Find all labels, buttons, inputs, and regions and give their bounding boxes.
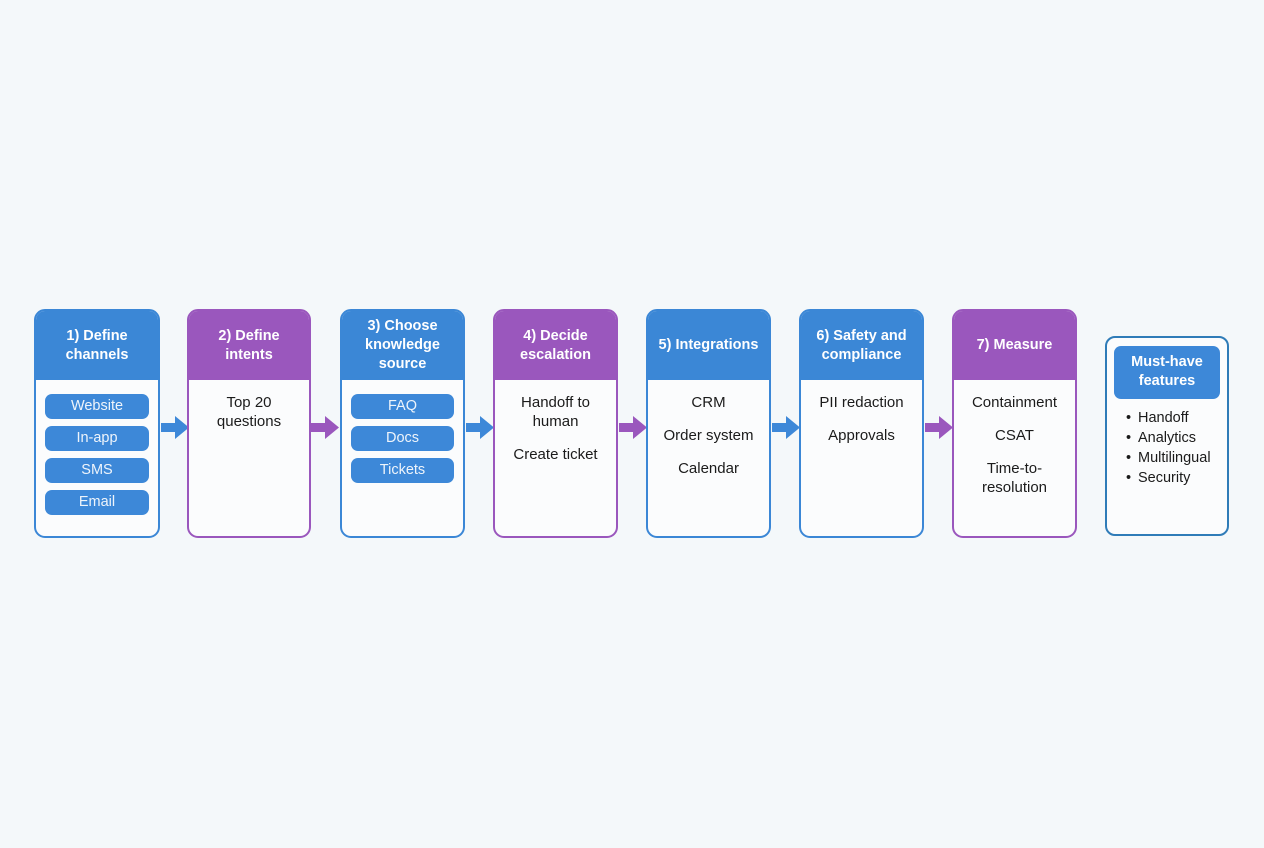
must-have-features-box[interactable]: Must-have features Handoff Analytics Mul… bbox=[1105, 336, 1229, 536]
step-card-safety-and-compliance[interactable]: 6) Safety and compliance PII redaction A… bbox=[799, 309, 924, 538]
arrow-2-to-3 bbox=[311, 414, 339, 441]
list-item: Handoff bbox=[1126, 408, 1220, 428]
step-card-body: Containment CSAT Time-to-resolution bbox=[954, 380, 1075, 536]
process-flow: 1) Define channels Website In-app SMS Em… bbox=[0, 309, 1264, 541]
arrow-5-to-6 bbox=[772, 414, 800, 441]
arrow-4-to-5 bbox=[619, 414, 647, 441]
channel-pill-sms[interactable]: SMS bbox=[45, 458, 149, 483]
step-item: PII redaction bbox=[819, 394, 904, 411]
step-item: CSAT bbox=[995, 427, 1034, 444]
source-pill-tickets[interactable]: Tickets bbox=[351, 458, 454, 483]
step-item: Approvals bbox=[828, 427, 895, 444]
step-card-integrations[interactable]: 5) Integrations CRM Order system Calenda… bbox=[646, 309, 771, 538]
step-card-choose-knowledge-source[interactable]: 3) Choose knowledge source FAQ Docs Tick… bbox=[340, 309, 465, 538]
step-card-define-intents[interactable]: 2) Define intents Top 20 questions bbox=[187, 309, 311, 538]
arrow-right-icon bbox=[466, 416, 494, 439]
step-item: Create ticket bbox=[513, 446, 598, 463]
step-card-title: 7) Measure bbox=[954, 311, 1075, 380]
step-card-decide-escalation[interactable]: 4) Decide escalation Handoff to human Cr… bbox=[493, 309, 618, 538]
step-card-body: FAQ Docs Tickets bbox=[342, 380, 463, 536]
step-item: Time-to-resolution bbox=[981, 460, 1048, 496]
channel-pill-website[interactable]: Website bbox=[45, 394, 149, 419]
step-card-body: CRM Order system Calendar bbox=[648, 380, 769, 536]
arrow-1-to-2 bbox=[161, 414, 189, 441]
step-card-body: Top 20 questions bbox=[189, 380, 309, 536]
source-pill-docs[interactable]: Docs bbox=[351, 426, 454, 451]
step-item: Top 20 questions bbox=[216, 394, 282, 430]
step-item: Order system bbox=[663, 427, 754, 444]
step-item: Handoff to human bbox=[521, 394, 590, 430]
list-item: Security bbox=[1126, 468, 1220, 488]
step-card-title: 5) Integrations bbox=[648, 311, 769, 380]
step-card-title: 1) Define channels bbox=[36, 311, 158, 380]
must-have-features-list: Handoff Analytics Multilingual Security bbox=[1114, 408, 1220, 488]
list-item: Multilingual bbox=[1126, 448, 1220, 468]
step-card-body: PII redaction Approvals bbox=[801, 380, 922, 536]
step-card-title: 6) Safety and compliance bbox=[801, 311, 922, 380]
step-item: Containment bbox=[971, 394, 1058, 411]
step-item: Calendar bbox=[678, 460, 739, 477]
step-card-title: 3) Choose knowledge source bbox=[342, 311, 463, 380]
arrow-right-icon bbox=[772, 416, 800, 439]
step-card-title: 2) Define intents bbox=[189, 311, 309, 380]
step-card-body: Website In-app SMS Email bbox=[36, 380, 158, 536]
arrow-right-icon bbox=[311, 416, 339, 439]
arrow-right-icon bbox=[161, 416, 189, 439]
step-card-body: Handoff to human Create ticket bbox=[495, 380, 616, 536]
step-item: CRM bbox=[691, 394, 726, 411]
list-item: Analytics bbox=[1126, 428, 1220, 448]
channel-pill-email[interactable]: Email bbox=[45, 490, 149, 515]
step-card-measure[interactable]: 7) Measure Containment CSAT Time-to-reso… bbox=[952, 309, 1077, 538]
step-card-title: 4) Decide escalation bbox=[495, 311, 616, 380]
arrow-right-icon bbox=[925, 416, 953, 439]
must-have-features-title: Must-have features bbox=[1114, 346, 1220, 399]
step-card-define-channels[interactable]: 1) Define channels Website In-app SMS Em… bbox=[34, 309, 160, 538]
arrow-3-to-4 bbox=[466, 414, 494, 441]
source-pill-faq[interactable]: FAQ bbox=[351, 394, 454, 419]
arrow-right-icon bbox=[619, 416, 647, 439]
arrow-6-to-7 bbox=[925, 414, 953, 441]
channel-pill-in-app[interactable]: In-app bbox=[45, 426, 149, 451]
